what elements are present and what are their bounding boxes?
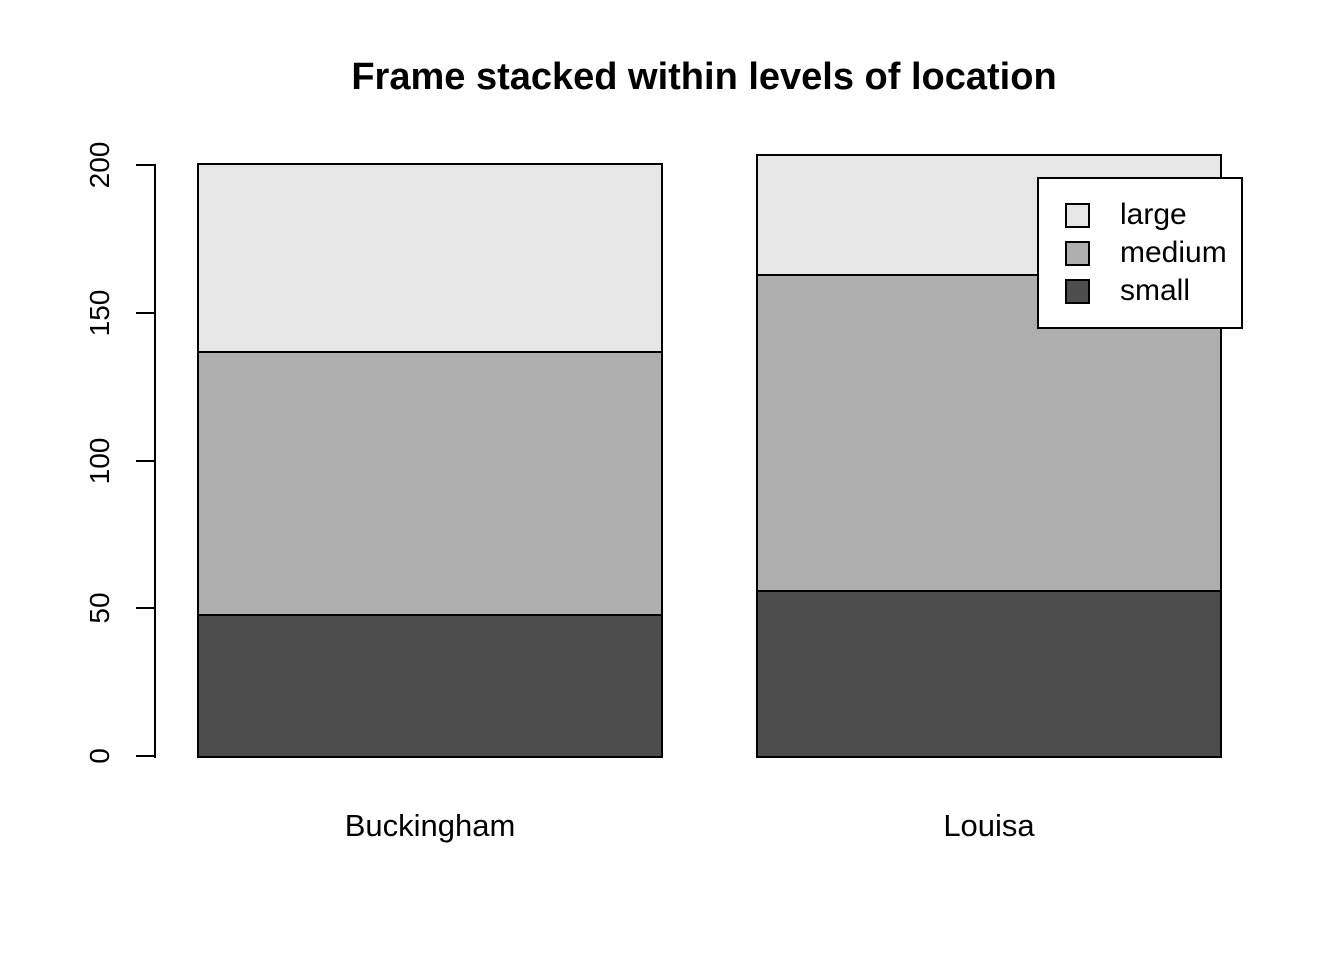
legend-swatch-medium (1065, 240, 1090, 266)
bar-segment-medium (199, 351, 661, 614)
legend-item-label: small (1120, 274, 1191, 307)
y-axis-tick-label: 0 (84, 748, 115, 764)
bar-segment-large (199, 165, 661, 351)
legend-swatch-large (1065, 202, 1090, 228)
legend-item-small: small (1039, 272, 1241, 310)
bar-segment-small (199, 614, 661, 756)
legend-rows: large medium small (1039, 196, 1241, 310)
y-axis-tick-label: 200 (84, 141, 115, 189)
y-axis-tick (136, 607, 156, 609)
legend: large medium small (1037, 177, 1243, 329)
legend-item-medium: medium (1039, 234, 1241, 272)
y-axis-tick-label: 100 (84, 437, 115, 485)
y-axis-tick (136, 460, 156, 462)
bar-buckingham (197, 163, 663, 758)
x-axis-label-buckingham: Buckingham (344, 808, 516, 843)
y-axis-tick (136, 312, 156, 314)
y-axis-tick-label: 150 (84, 289, 115, 337)
chart-title: Frame stacked within levels of location (351, 56, 1057, 98)
y-axis-tick (136, 164, 156, 166)
legend-item-label: large (1120, 198, 1187, 231)
legend-item-large: large (1039, 196, 1241, 234)
y-axis-tick (136, 755, 156, 757)
legend-swatch-small (1065, 278, 1090, 304)
bar-segment-small (758, 590, 1220, 756)
legend-item-label: medium (1120, 236, 1227, 269)
x-axis-label-louisa: Louisa (943, 808, 1035, 843)
y-axis-tick-label: 50 (84, 592, 115, 624)
